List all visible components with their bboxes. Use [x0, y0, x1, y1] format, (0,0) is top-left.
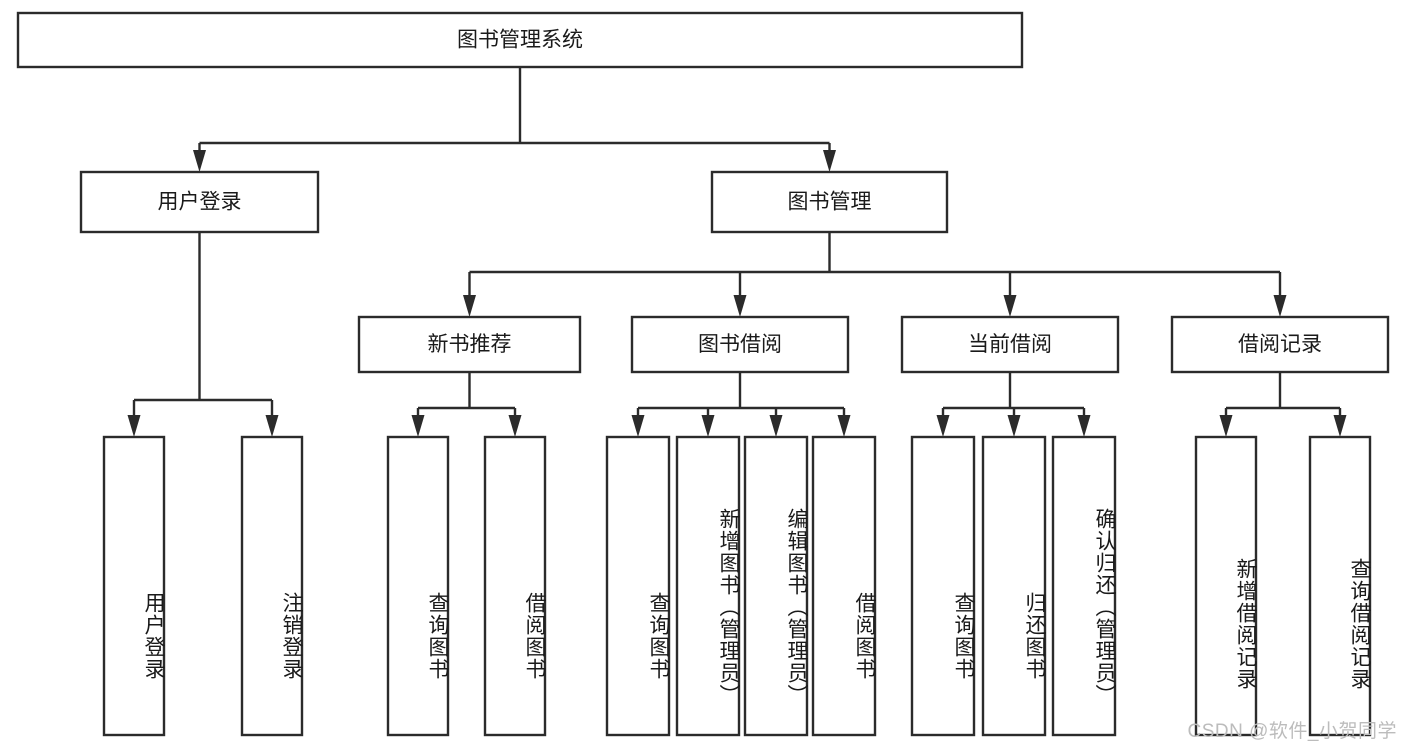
node-l2_1[interactable]: 图书管理: [710, 170, 949, 234]
node-box[interactable]: [1308, 435, 1372, 737]
edge-group: [411, 372, 522, 437]
node-box[interactable]: [811, 435, 877, 737]
node-box[interactable]: [605, 435, 671, 737]
node-leaf_7[interactable]: [811, 435, 877, 737]
node-leaf_8[interactable]: [910, 435, 976, 737]
node-l3_2[interactable]: 当前借阅: [900, 315, 1120, 374]
node-box[interactable]: [981, 435, 1047, 737]
node-label: 当前借阅: [968, 333, 1052, 356]
node-label: 新书推荐: [428, 333, 512, 356]
node-box[interactable]: [1194, 435, 1258, 737]
node-leaf_11[interactable]: [1194, 435, 1258, 737]
node-box[interactable]: [16, 11, 1024, 69]
node-box[interactable]: [743, 435, 809, 737]
node-leaf_4[interactable]: [605, 435, 671, 737]
node-box[interactable]: [1170, 315, 1390, 374]
node-box[interactable]: [79, 170, 320, 234]
edge-group: [1219, 372, 1347, 437]
node-leaf_1[interactable]: [240, 435, 304, 737]
node-root[interactable]: 图书管理系统: [16, 11, 1024, 69]
edge-group: [463, 232, 1287, 317]
node-l3_1[interactable]: 图书借阅: [630, 315, 850, 374]
node-leaf_6[interactable]: [743, 435, 809, 737]
node-box[interactable]: [675, 435, 741, 737]
node-box[interactable]: [102, 435, 166, 737]
edges-layer: [127, 67, 1347, 437]
node-l3_3[interactable]: 借阅记录: [1170, 315, 1390, 374]
node-leaf_12[interactable]: [1308, 435, 1372, 737]
watermark-text: CSDN @软件_小贺同学: [1187, 721, 1397, 742]
edge-group: [193, 67, 836, 172]
node-box[interactable]: [1051, 435, 1117, 737]
node-label: 图书管理: [788, 191, 872, 214]
node-leaf_2[interactable]: [386, 435, 450, 737]
node-leaf_5[interactable]: [675, 435, 741, 737]
edge-group: [631, 372, 851, 437]
node-box[interactable]: [240, 435, 304, 737]
edge-group: [127, 232, 279, 437]
node-leaf_10[interactable]: [1051, 435, 1117, 737]
node-box[interactable]: [900, 315, 1120, 374]
node-box[interactable]: [483, 435, 547, 737]
node-leaf_9[interactable]: [981, 435, 1047, 737]
node-box[interactable]: [386, 435, 450, 737]
node-box[interactable]: [910, 435, 976, 737]
node-label: 借阅记录: [1238, 333, 1322, 356]
node-leaf_0[interactable]: [102, 435, 166, 737]
node-label: 图书管理系统: [457, 29, 583, 52]
node-label: 图书借阅: [698, 333, 782, 356]
node-l3_0[interactable]: 新书推荐: [357, 315, 582, 374]
node-label: 用户登录: [158, 191, 242, 214]
node-l2_0[interactable]: 用户登录: [79, 170, 320, 234]
edge-group: [936, 372, 1091, 437]
node-box[interactable]: [710, 170, 949, 234]
node-box[interactable]: [630, 315, 850, 374]
node-leaf_3[interactable]: [483, 435, 547, 737]
node-box[interactable]: [357, 315, 582, 374]
